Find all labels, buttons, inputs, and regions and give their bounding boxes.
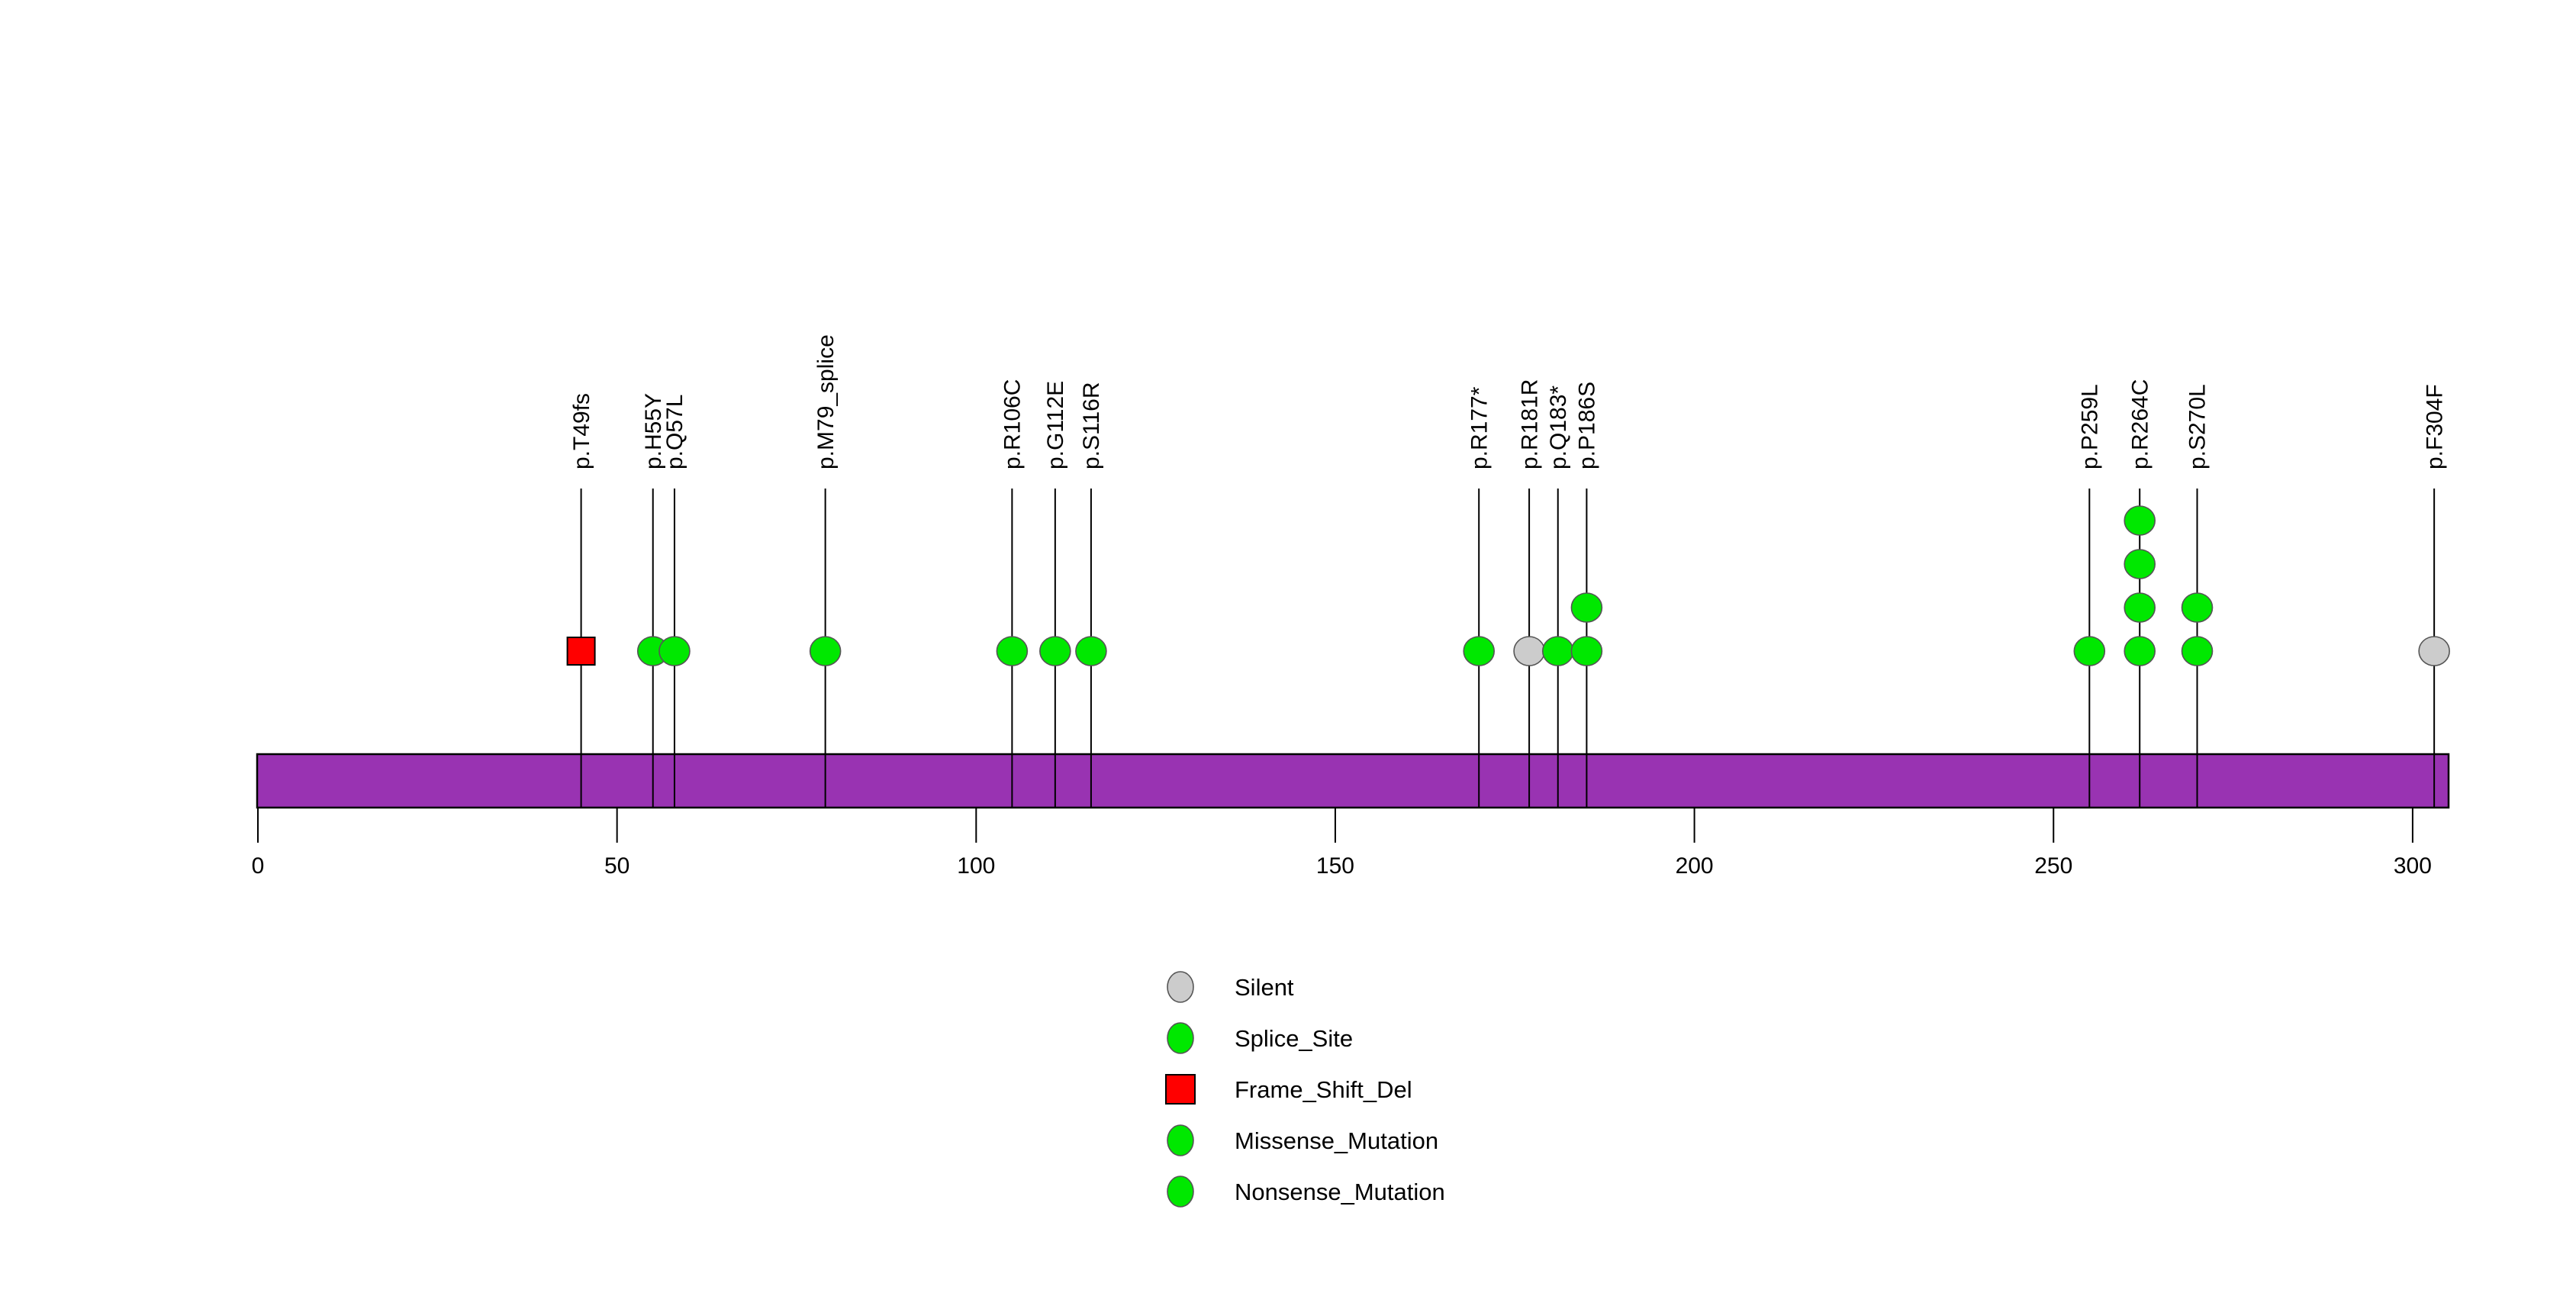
mutation-marker[interactable] bbox=[2181, 592, 2214, 623]
axis-tick-label: 200 bbox=[1676, 853, 1714, 879]
legend-swatch bbox=[1167, 1022, 1194, 1054]
axis-tick-label: 100 bbox=[957, 853, 995, 879]
legend-label: Nonsense_Mutation bbox=[1235, 1179, 1445, 1205]
axis-tick-label: 300 bbox=[2394, 853, 2432, 879]
mutation-label: p.Q57L bbox=[662, 395, 687, 469]
legend-swatch bbox=[1167, 1176, 1194, 1208]
mutation-marker[interactable] bbox=[1570, 592, 1603, 623]
mutation-marker[interactable] bbox=[1513, 636, 1545, 666]
mutation-label: p.P186S bbox=[1575, 382, 1600, 469]
legend-swatch bbox=[1165, 1074, 1196, 1105]
mutation-label: p.Q183* bbox=[1546, 385, 1571, 469]
mutation-marker[interactable] bbox=[658, 636, 691, 666]
mutation-marker[interactable] bbox=[2181, 636, 2214, 666]
mutation-marker[interactable] bbox=[2073, 636, 2106, 666]
axis-tick-label: 150 bbox=[1316, 853, 1354, 879]
x-axis: 0 50 100 150 200 250 300 bbox=[252, 808, 2432, 879]
mutation-marker[interactable] bbox=[996, 636, 1029, 666]
mutation-label: p.P259L bbox=[2078, 384, 2103, 469]
mutation-marker[interactable] bbox=[1039, 636, 1071, 666]
legend-label: Splice_Site bbox=[1235, 1025, 1353, 1052]
axis-tick-label: 250 bbox=[2034, 853, 2072, 879]
axis-tick-label: 0 bbox=[252, 853, 265, 879]
mutation-label: p.F304F bbox=[2422, 384, 2447, 469]
mutation-label: p.T49fs bbox=[569, 393, 594, 469]
legend-label: Frame_Shift_Del bbox=[1235, 1076, 1412, 1103]
mutation-marker[interactable] bbox=[1463, 636, 1496, 666]
mutation-label: p.H55Y bbox=[641, 393, 666, 469]
mutation-marker[interactable] bbox=[2418, 636, 2450, 666]
mutation-label: p.R264C bbox=[2127, 379, 2153, 469]
mutation-marker[interactable] bbox=[2124, 505, 2156, 536]
mutation-marker[interactable] bbox=[809, 636, 842, 666]
mutation-label: p.G112E bbox=[1043, 381, 1068, 469]
protein-backbone-track bbox=[256, 753, 2450, 809]
mutation-label: p.S116R bbox=[1079, 382, 1104, 469]
mutation-marker[interactable] bbox=[1541, 636, 1574, 666]
mutation-marker[interactable] bbox=[1570, 636, 1603, 666]
mutation-label: p.S270L bbox=[2185, 384, 2211, 469]
mutation-label: p.M79_splice bbox=[813, 334, 839, 469]
mutation-marker[interactable] bbox=[1075, 636, 1107, 666]
legend-swatch bbox=[1167, 971, 1194, 1003]
axis-tick-label: 50 bbox=[604, 853, 630, 879]
mutation-label: p.R106C bbox=[1000, 379, 1026, 469]
mutation-marker[interactable] bbox=[2124, 549, 2156, 579]
mutation-marker[interactable] bbox=[566, 637, 596, 666]
mutation-label: p.R181R bbox=[1517, 379, 1542, 469]
mutation-marker[interactable] bbox=[2124, 592, 2156, 623]
mutation-label: p.R177* bbox=[1467, 386, 1492, 469]
mutation-marker[interactable] bbox=[2124, 636, 2156, 666]
legend-swatch bbox=[1167, 1124, 1194, 1156]
protein-backbone-bar bbox=[256, 753, 2450, 809]
legend-label: Silent bbox=[1235, 974, 1294, 1001]
lollipop-stems bbox=[580, 489, 2436, 808]
legend-label: Missense_Mutation bbox=[1235, 1127, 1438, 1154]
lollipop-markers bbox=[566, 505, 2450, 666]
legend: SilentSplice_SiteFrame_Shift_DelMissense… bbox=[1165, 971, 1445, 1208]
